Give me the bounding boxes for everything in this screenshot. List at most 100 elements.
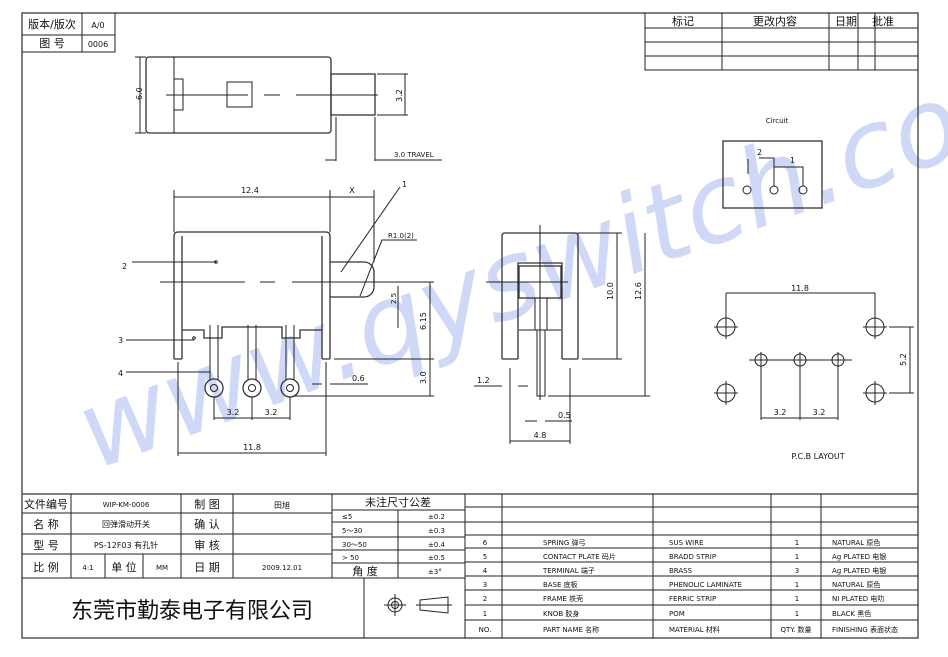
part-qty: 1 (795, 553, 799, 561)
front-view: 12.4 X 1 R1.0(2) 2 3 4 3.2 3.2 11.8 6.15 (118, 180, 434, 456)
checked-label: 确 认 (194, 518, 220, 531)
scale-label: 比 例 (33, 560, 59, 574)
date-label: 日 期 (194, 561, 220, 574)
circuit-label-2: 2 (757, 148, 762, 157)
drawing-no-label: 图 号 (39, 37, 65, 50)
dim-12: 1.2 (477, 376, 490, 385)
part-material: FERRIC STRIP (669, 595, 716, 603)
parts-row: 5 CONTACT PLATE 码片 BRADD STRIP 1 Ag PLAT… (483, 552, 887, 561)
dim-width: 11.8 (243, 443, 261, 452)
unit-label: 单 位 (111, 560, 137, 574)
header-no: NO. (479, 626, 492, 634)
dim-pitch1: 3.2 (227, 408, 240, 417)
dim-06: 0.6 (352, 374, 365, 383)
tolerance-range: 5～30 (342, 527, 362, 535)
dim-05: 0.5 (558, 411, 571, 420)
callout-3: 3 (118, 336, 123, 345)
part-finish: NATURAL 原色 (832, 538, 880, 547)
scale: 4:1 (82, 564, 93, 572)
parts-row: 2 FRAME 铁壳 FERRIC STRIP 1 NI PLATED 电叻 (483, 594, 885, 603)
dim-48: 4.8 (534, 431, 547, 440)
part-finish: NI PLATED 电叻 (832, 594, 884, 603)
part-material: POM (669, 610, 685, 618)
drawing-no-value: 0006 (88, 40, 108, 49)
circuit-diagram: Circuit 2 1 (722, 117, 823, 209)
tolerance-value: ±0.2 (428, 513, 445, 521)
tolerance-range: > 50 (342, 554, 359, 562)
part-finish: Ag PLATED 电银 (832, 552, 886, 561)
part-material: BRADD STRIP (669, 553, 716, 561)
revision-header: 批准 (872, 14, 894, 28)
radius-label: R1.0(2) (388, 232, 414, 240)
part-material: PHENOLIC LAMINATE (669, 581, 742, 589)
header-box: 版本/版次 A/0 图 号 0006 (22, 13, 116, 53)
travel-label: 3.0 TRAVEL (394, 151, 434, 159)
dim-615: 6.15 (419, 312, 428, 330)
drawn-by: 田旭 (274, 500, 290, 510)
revision-header: 更改内容 (753, 14, 797, 28)
model-label: 型 号 (33, 538, 59, 552)
tolerance-title: 未注尺寸公差 (365, 495, 431, 509)
revision-table: 标记 更改内容 日期 批准 (644, 13, 918, 71)
tolerance-value: ±0.5 (428, 554, 445, 562)
part-name: KNOB 胶身 (543, 609, 579, 618)
circuit-title: Circuit (766, 117, 789, 125)
part-name: FRAME 铁壳 (543, 594, 583, 603)
tolerance-value: ±0.3 (428, 527, 445, 535)
dim-height: 6.0 (135, 87, 144, 100)
circuit-label-1: 1 (790, 156, 795, 165)
part-qty: 3 (795, 567, 799, 575)
part-material: BRASS (669, 567, 693, 575)
header-finishing: FINISHING 表面状态 (832, 625, 898, 634)
part-name: BASE 底板 (543, 580, 578, 589)
part-no: 3 (483, 581, 487, 589)
pcb-dim-pitch1: 3.2 (774, 408, 787, 417)
part-name: TERMINAL 端子 (542, 566, 595, 575)
dim-x: X (349, 186, 355, 195)
part-qty: 1 (795, 539, 799, 547)
drawing-frame (21, 12, 919, 639)
dim-knob: 3.2 (395, 89, 404, 102)
parts-row: 1 KNOB 胶身 POM 1 BLACK 黑色 (483, 609, 871, 618)
pcb-title: P.C.B LAYOUT (791, 452, 844, 461)
callout-4: 4 (118, 369, 123, 378)
part-no: 1 (483, 610, 487, 618)
part-finish: BLACK 黑色 (832, 609, 871, 618)
parts-row: 3 BASE 底板 PHENOLIC LAMINATE 1 NATURAL 原色 (483, 580, 881, 589)
pcb-dim-height: 5.2 (899, 353, 908, 366)
revision-header: 日期 (835, 15, 857, 28)
company-name: 东莞市勤泰电子有限公司 (71, 599, 313, 624)
tolerance-table: 未注尺寸公差 ≤5 ±0.2 5～30 ±0.3 30～50 ±0.4 > 50… (332, 495, 465, 578)
version-value: A/0 (91, 21, 104, 30)
part-no: 4 (483, 567, 488, 575)
name-label: 名 称 (33, 517, 59, 531)
unit: MM (156, 564, 168, 572)
title-block: 文件编号 WIP-KM-0006 名 称 回弹滑动开关 型 号 PS-12F03… (22, 493, 918, 638)
watermark: www.qyswitch.com (61, 23, 948, 494)
dim-length: 12.4 (241, 186, 259, 195)
callout-2: 2 (122, 262, 127, 271)
file-no-label: 文件编号 (24, 497, 68, 511)
tolerance-range: 角 度 (352, 564, 378, 578)
part-material: SUS WIRE (669, 539, 704, 547)
pcb-holes (714, 315, 887, 420)
revision-header: 标记 (672, 14, 694, 28)
part-name: SPRING 弹弓 (543, 538, 585, 547)
drawn-label: 制 图 (194, 498, 220, 511)
pcb-dim-pitch2: 3.2 (813, 408, 826, 417)
model: PS-12F03 有孔针 (94, 540, 158, 550)
date: 2009.12.01 (262, 564, 302, 572)
header-material: MATERIAL 材料 (669, 625, 720, 634)
header-qty: QTY. 数量 (780, 625, 811, 634)
part-name: CONTACT PLATE 码片 (543, 552, 616, 561)
part-qty: 1 (795, 581, 799, 589)
pcb-dim-width: 11.8 (791, 284, 809, 293)
dim-126: 12.6 (634, 282, 643, 300)
top-view: 6.0 3.2 3.0 TRAVEL (135, 56, 442, 161)
part-name: 回弹滑动开关 (102, 519, 150, 529)
version-label: 版本/版次 (28, 17, 76, 31)
part-no: 6 (483, 539, 488, 547)
dim-pitch2: 3.2 (265, 408, 278, 417)
part-qty: 1 (795, 610, 799, 618)
